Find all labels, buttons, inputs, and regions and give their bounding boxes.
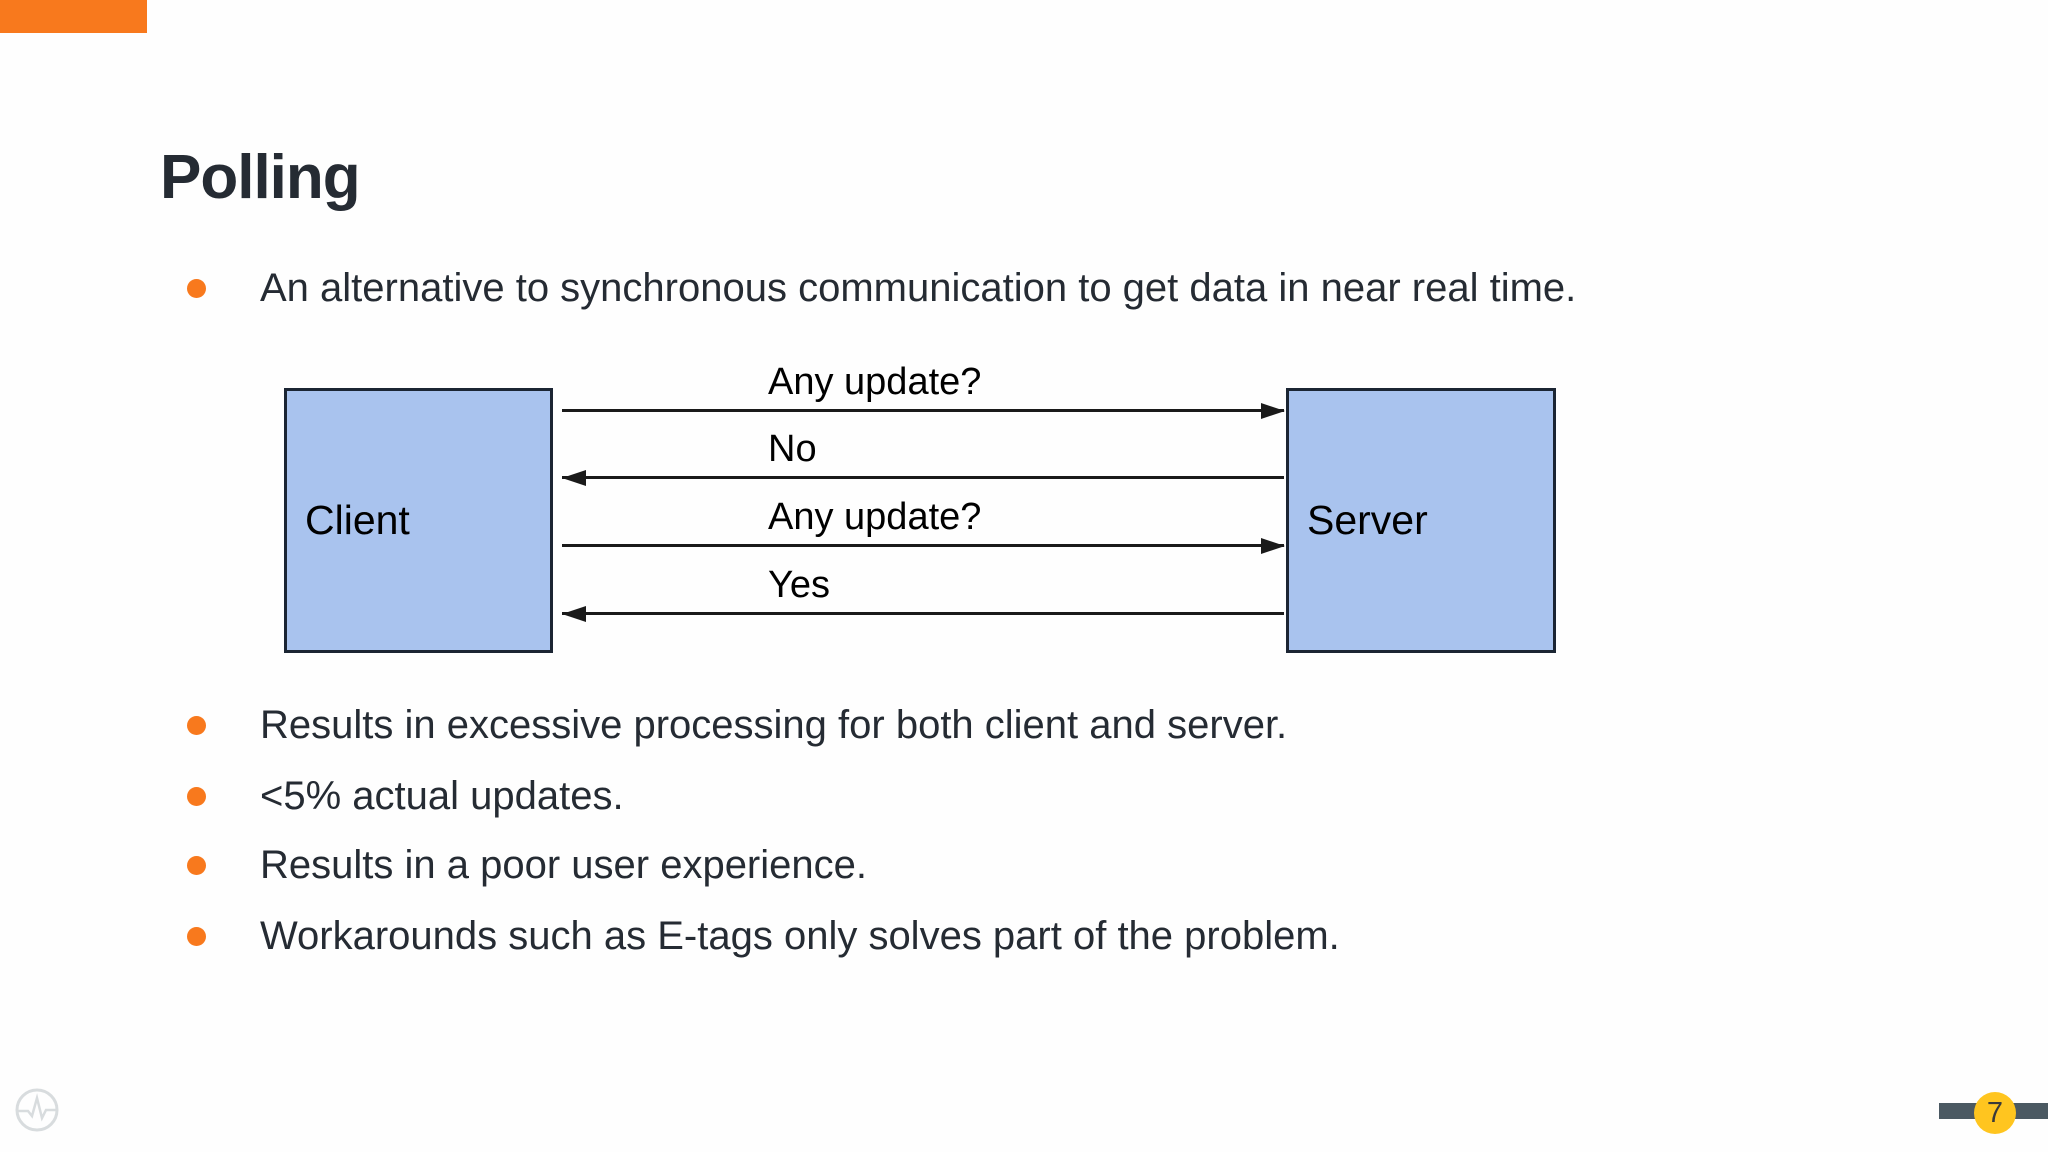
bullet-dot xyxy=(187,926,206,946)
intro-bullet-text: An alternative to synchronous communicat… xyxy=(260,265,1577,310)
bullet-item: <5% actual updates. xyxy=(187,772,624,820)
arrow-left-icon xyxy=(562,606,586,622)
client-label: Client xyxy=(305,497,410,543)
bullet-dot xyxy=(187,715,206,735)
bullet-item: Workarounds such as E-tags only solves p… xyxy=(187,912,1340,960)
message-arrow-line xyxy=(562,409,1284,412)
bullet-text: Workarounds such as E-tags only solves p… xyxy=(260,913,1340,958)
bullet-item: Results in a poor user experience. xyxy=(187,841,867,889)
message-label: Any update? xyxy=(768,361,982,403)
server-label: Server xyxy=(1307,497,1428,543)
arrow-left-icon xyxy=(562,470,586,486)
bullet-dot xyxy=(187,278,206,298)
bullet-item: Results in excessive processing for both… xyxy=(187,701,1287,749)
intro-bullet: An alternative to synchronous communicat… xyxy=(187,264,1576,312)
server-box: Server xyxy=(1286,388,1556,653)
bullet-text: <5% actual updates. xyxy=(260,773,624,818)
bullet-text: Results in excessive processing for both… xyxy=(260,702,1288,747)
slide-title: Polling xyxy=(160,142,361,212)
message-arrow-line xyxy=(562,612,1284,615)
message-label: Yes xyxy=(768,564,830,606)
message-label: Any update? xyxy=(768,496,982,538)
arrow-right-icon xyxy=(1261,403,1285,419)
bullet-text: Results in a poor user experience. xyxy=(260,842,867,887)
top-accent-bar xyxy=(0,0,147,33)
pulse-logo-icon xyxy=(15,1088,59,1132)
arrow-right-icon xyxy=(1261,538,1285,554)
client-box: Client xyxy=(284,388,553,653)
bullet-dot xyxy=(187,786,206,806)
message-label: No xyxy=(768,428,817,470)
message-arrow-line xyxy=(562,544,1284,547)
bullet-dot xyxy=(187,855,206,875)
message-arrow-line xyxy=(562,476,1284,479)
page-number-badge: 7 xyxy=(1974,1092,2016,1134)
